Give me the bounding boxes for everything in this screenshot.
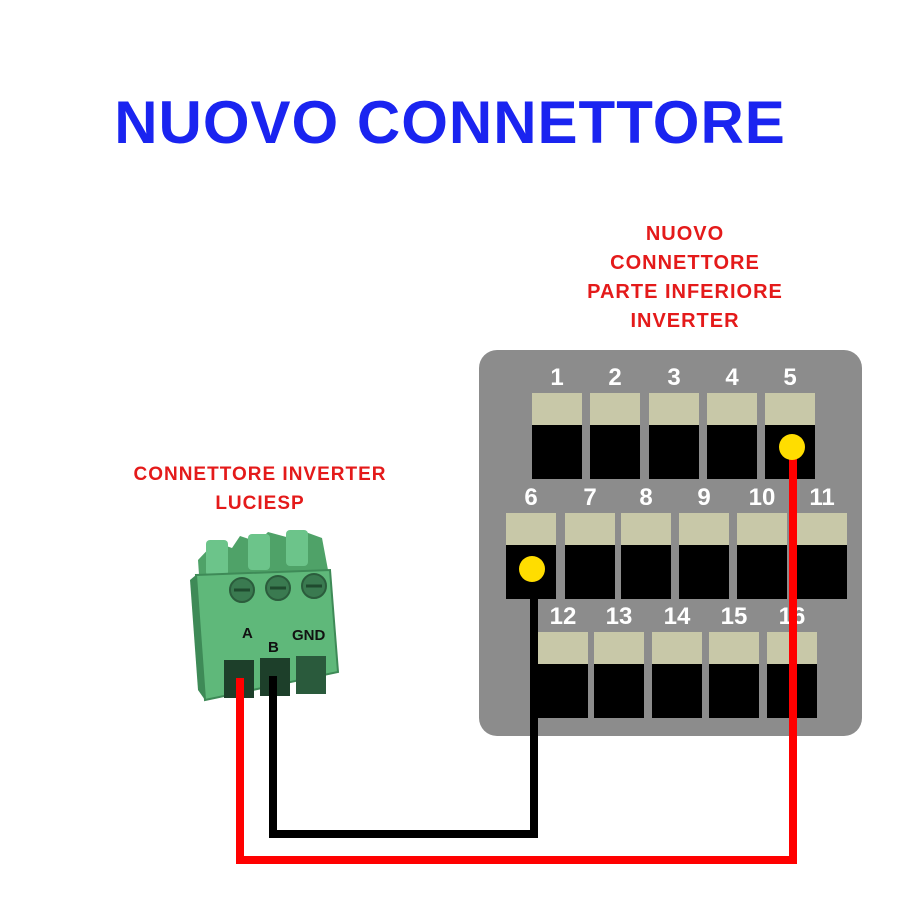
pin-7-number: 7 — [583, 484, 596, 511]
terminal-label-gnd: GND — [292, 627, 326, 644]
pin-15-socket — [709, 664, 759, 718]
luciesp-connector-label-line: CONNETTORE INVERTER — [133, 464, 387, 485]
inverter-connector-label-line: INVERTER — [630, 310, 740, 332]
pin-11-number: 11 — [809, 484, 834, 511]
pin-4-socket — [707, 425, 757, 479]
pin-1-number: 1 — [550, 364, 563, 391]
pin-9-socket — [679, 545, 729, 599]
pin-10-number: 10 — [749, 484, 776, 511]
pin-2-socket — [590, 425, 640, 479]
pin-15-cap — [709, 632, 759, 664]
pin-10-socket — [737, 545, 787, 599]
pin-1-cap — [532, 393, 582, 425]
pin-1-socket — [532, 425, 582, 479]
luciesp-connector-label: CONNETTORE INVERTER LUCIESP — [80, 460, 440, 518]
wire-black-b-to-pin-6 — [269, 570, 538, 838]
pin-11-socket — [797, 545, 847, 599]
pin-14-number: 14 — [664, 603, 691, 630]
luciesp-connector-label-line: LUCIESP — [215, 493, 305, 514]
pin-3-socket — [649, 425, 699, 479]
inverter-connector-label-line: PARTE INFERIORE — [587, 281, 783, 303]
pin-5-cap — [765, 393, 815, 425]
inverter-connector-label: NUOVO CONNETTORE PARTE INFERIORE INVERTE… — [540, 220, 830, 336]
pin-5-number: 5 — [783, 364, 796, 391]
pin-12-cap — [538, 632, 588, 664]
pin-13-socket — [594, 664, 644, 718]
pin-4-cap — [707, 393, 757, 425]
pin-2-cap — [590, 393, 640, 425]
pin-13-number: 13 — [606, 603, 633, 630]
pin-6-cap — [506, 513, 556, 545]
pin-3-number: 3 — [667, 364, 680, 391]
pin-7-socket — [565, 545, 615, 599]
pin-3-cap — [649, 393, 699, 425]
pin-15-number: 15 — [721, 603, 748, 630]
pin-2-number: 2 — [608, 364, 621, 391]
pin-12-number: 12 — [550, 603, 577, 630]
inverter-connector-label-line: CONNETTORE — [610, 252, 760, 274]
terminal-label-a: A — [242, 625, 253, 642]
pin-4-number: 4 — [725, 364, 739, 391]
pin-14-socket — [652, 664, 702, 718]
wire-red-a-to-pin-5 — [236, 448, 797, 864]
pin-9-cap — [679, 513, 729, 545]
inverter-connector-label-line: NUOVO — [645, 223, 725, 245]
wire-entry-gnd — [296, 656, 326, 694]
pin-12-socket — [538, 664, 588, 718]
terminal-block: A B GND — [190, 530, 340, 702]
pin-10-cap — [737, 513, 787, 545]
pin-8-cap — [621, 513, 671, 545]
pin-14-cap — [652, 632, 702, 664]
pin-11-cap — [797, 513, 847, 545]
pin-6-marker — [519, 556, 545, 582]
pin-7-cap — [565, 513, 615, 545]
pin-5-marker — [779, 434, 805, 460]
terminal-label-b: B — [268, 639, 279, 656]
pin-8-number: 8 — [639, 484, 652, 511]
pin-13-cap — [594, 632, 644, 664]
page-title: NUOVO CONNETTORE — [114, 89, 786, 156]
pin-6-number: 6 — [524, 484, 537, 511]
pin-9-number: 9 — [697, 484, 710, 511]
pin-8-socket — [621, 545, 671, 599]
